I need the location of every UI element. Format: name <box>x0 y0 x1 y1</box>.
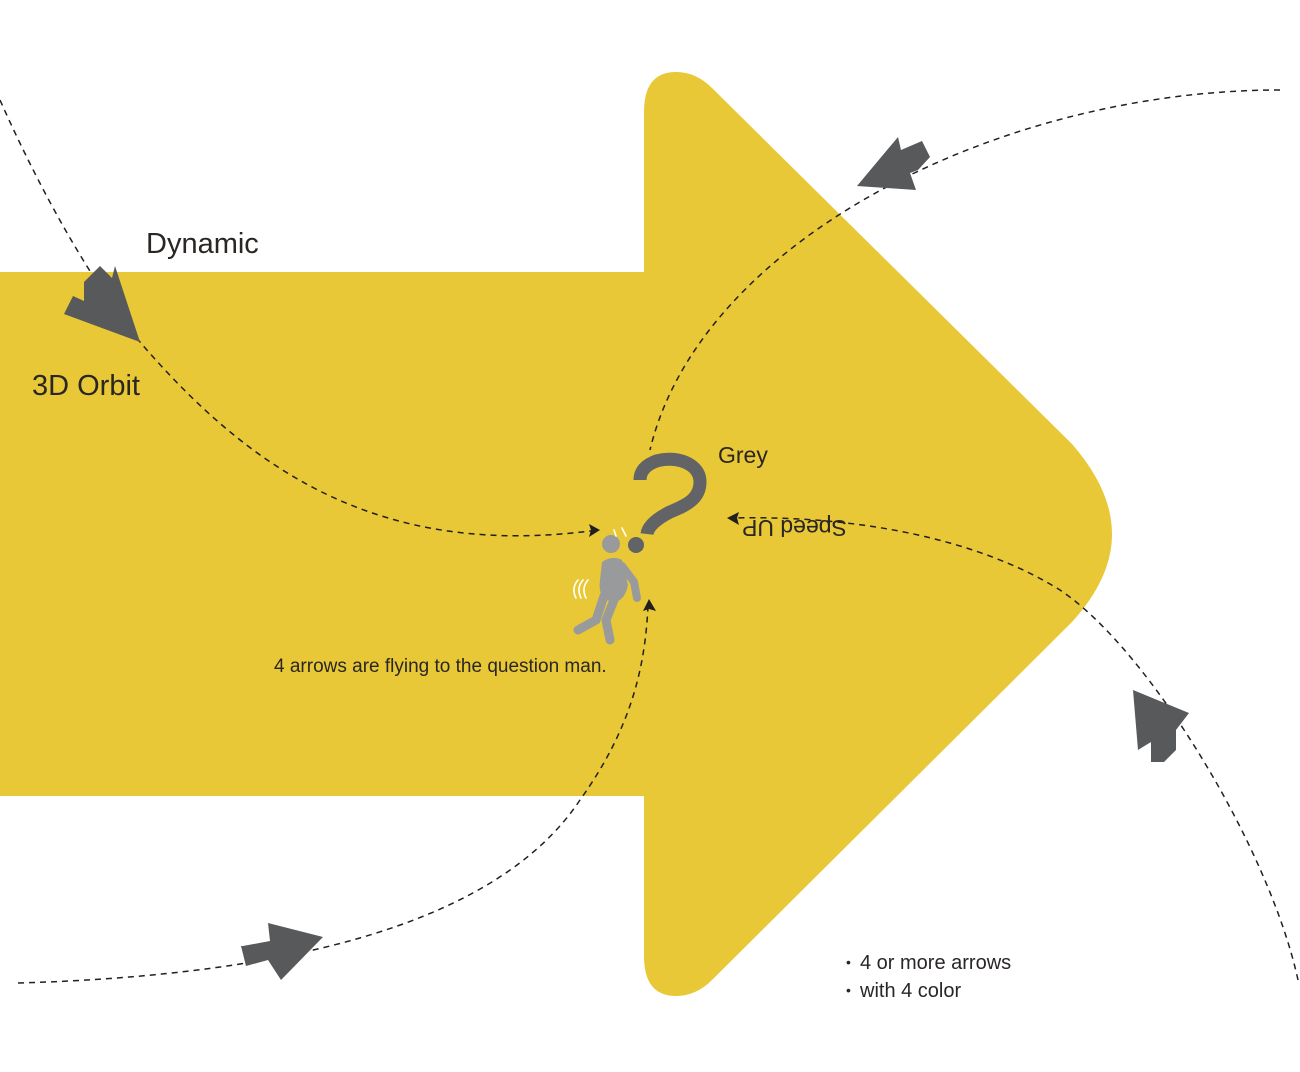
notes-list: • 4 or more arrows • with 4 color <box>846 949 1011 1005</box>
flying-arrow-right <box>1133 690 1189 762</box>
orbit-path-top-right <box>649 89 1281 451</box>
arrowhead-left-path <box>589 524 600 537</box>
label-speed-up: Speed UP <box>742 515 847 541</box>
note-text: with 4 color <box>860 980 962 1002</box>
sweat-drop-1 <box>621 527 627 537</box>
flying-arrows <box>64 137 1189 980</box>
bullet: • <box>846 954 851 970</box>
question-mark-icon <box>628 452 707 553</box>
note-item: • 4 or more arrows <box>846 949 1011 977</box>
confused-person-icon <box>573 527 641 645</box>
flying-arrow-top-left <box>64 266 140 342</box>
flying-arrow-bottom-left <box>241 923 323 980</box>
arrowhead-bottom-path <box>643 599 656 611</box>
question-mark-curve <box>633 452 707 536</box>
sweat-drop-2 <box>613 529 617 537</box>
note-text: 4 or more arrows <box>860 952 1012 974</box>
orbit-path-right <box>732 517 1299 981</box>
person-head <box>602 535 620 553</box>
orbit-paths <box>0 89 1299 984</box>
motion-mark-3 <box>583 579 589 599</box>
arrowhead-right-path <box>727 512 739 525</box>
orbit-path-bottom-left <box>17 605 649 984</box>
label-3d-orbit: 3D Orbit <box>32 370 140 402</box>
motion-mark-2 <box>578 579 584 599</box>
person-arm <box>618 562 641 602</box>
person-leg-right <box>601 595 619 645</box>
question-mark-dot <box>628 537 644 553</box>
caption: 4 arrows are flying to the question man. <box>274 656 607 677</box>
dashed-arrowheads <box>589 512 739 611</box>
big-yellow-arrow <box>0 72 1112 996</box>
bullet: • <box>846 982 851 998</box>
flying-arrow-top-right <box>857 137 930 190</box>
motion-mark-1 <box>573 579 579 599</box>
note-item: • with 4 color <box>846 977 1011 1005</box>
motion-marks <box>573 527 627 599</box>
label-dynamic: Dynamic <box>146 228 259 260</box>
orbit-path-top-left <box>0 99 599 537</box>
person-leg-left <box>573 591 609 635</box>
label-grey: Grey <box>718 442 768 468</box>
